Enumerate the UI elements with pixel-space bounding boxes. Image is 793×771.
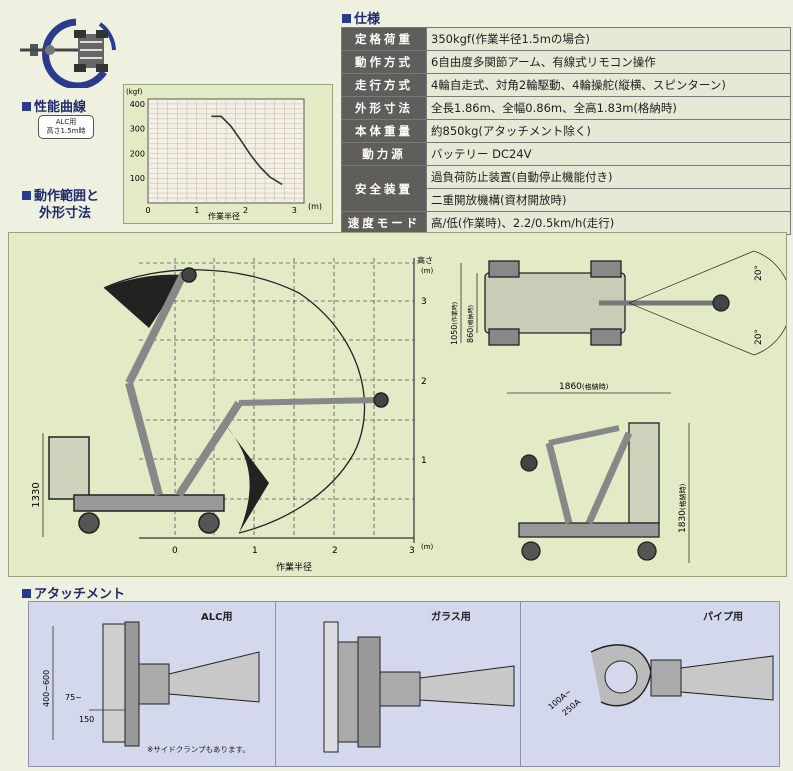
- stowed-height-dim: 1830(格納時): [678, 483, 688, 533]
- bullet-square-icon: [22, 102, 31, 111]
- performance-section-title: 性能曲線: [22, 96, 86, 115]
- length-dim: 1860(格納時): [559, 382, 609, 392]
- height-axis-label: 高さ: [417, 255, 433, 265]
- performance-note: ALC用 高さ1.5m時: [38, 115, 94, 139]
- top-dim-b: 860(格納時): [466, 305, 475, 343]
- reach-shade-lower: [224, 423, 269, 533]
- chart-x-tick: 0: [145, 206, 150, 215]
- chart-x-unit: (m): [308, 202, 322, 211]
- y-tick-3: 3: [421, 297, 427, 307]
- robot-side-view: [48, 267, 389, 534]
- attachment-alc-panel: ALC用 400~600 75~ 150 ※サイドクランプもあります。: [28, 601, 276, 767]
- spec-section-title: 仕様: [342, 8, 380, 27]
- attachment-alc-title: ALC用: [201, 612, 233, 623]
- spec-row: 本体重量約850kg(アタッチメント除く): [341, 119, 791, 143]
- spec-row: 外形寸法全長1.86m、全幅0.86m、全高1.83m(格納時): [341, 96, 791, 120]
- chart-x-tick: 3: [292, 206, 297, 215]
- motion-range-diagram: 1330 高さ (m) 3 2 1 0 1 2 3 (m) 作業半径 20° 2…: [31, 250, 792, 573]
- chart-y-label: (kgf): [126, 88, 143, 96]
- motion-range-section-title: 動作範囲と 外形寸法: [22, 188, 99, 222]
- attachment-pipe-panel: パイプ用 100A~ 250A: [520, 601, 780, 767]
- alc-dim-width-top: 75~: [65, 693, 82, 702]
- x-tick-0: 0: [172, 546, 178, 556]
- spec-row: 動力源バッテリー DC24V: [341, 142, 791, 166]
- pipe-gripper-drawing: 100A~ 250A: [547, 644, 774, 718]
- bullet-square-icon: [342, 14, 351, 23]
- spec-row: 安全装置過負荷防止装置(自動停止機能付き): [341, 165, 791, 212]
- y-tick-1: 1: [421, 456, 427, 466]
- angle-lower-label: 20°: [754, 329, 764, 345]
- attachment-glass-title: ガラス用: [431, 612, 471, 623]
- alc-note: ※サイドクランプもあります。: [147, 745, 250, 754]
- chart-y-tick: 200: [130, 149, 145, 158]
- spec-row: 二重開放機構(資材開放時): [342, 188, 791, 212]
- robot-top-view: [484, 260, 730, 346]
- chart-y-tick: 400: [130, 100, 145, 109]
- x-tick-1: 1: [252, 546, 258, 556]
- chart-y-tick: 300: [130, 125, 145, 134]
- chart-x-tick: 2: [243, 206, 248, 215]
- alc-dim-width-bottom: 150: [79, 715, 94, 724]
- chart-x-tick: 1: [194, 206, 199, 215]
- chart-series-line: [211, 115, 283, 186]
- motion-range-panel: 1330 高さ (m) 3 2 1 0 1 2 3 (m) 作業半径 20° 2…: [8, 232, 792, 577]
- attachment-pipe-title: パイプ用: [703, 612, 743, 623]
- x-tick-2: 2: [332, 546, 338, 556]
- x-axis-label: 作業半径: [276, 561, 312, 573]
- bullet-square-icon: [22, 589, 31, 598]
- top-dim-a: 1050(作業時): [450, 302, 459, 345]
- chart-y-tick: 100: [130, 174, 145, 183]
- attachment-glass-panel: ガラス用: [275, 601, 521, 767]
- glass-gripper-drawing: [323, 621, 515, 753]
- height-axis-unit: (m): [421, 267, 434, 275]
- alc-dim-height: 400~600: [42, 670, 51, 707]
- performance-chart-panel: 100 200 300 400 0 1 2 3 (kgf) (m) 作業半径: [123, 84, 333, 224]
- x-axis-unit: (m): [421, 543, 434, 551]
- angle-upper-label: 20°: [754, 265, 764, 281]
- bullet-square-icon: [22, 191, 31, 200]
- reach-envelope-line: [103, 269, 366, 534]
- alc-gripper-drawing: 400~600 75~ 150: [42, 621, 260, 747]
- chart-grid: [147, 98, 305, 204]
- performance-chart: 100 200 300 400 0 1 2 3 (kgf) (m) 作業半径: [126, 88, 322, 221]
- robot-stowed-view: [518, 422, 660, 561]
- x-tick-3: 3: [409, 546, 415, 556]
- reach-shade: [104, 274, 184, 328]
- robot-logo-icon: [16, 10, 126, 90]
- chart-ticks: 100 200 300 400 0 1 2 3: [130, 100, 297, 215]
- height-dim-label: 1330: [31, 482, 42, 507]
- chart-x-label: 作業半径: [208, 211, 240, 221]
- attachment-section-title: アタッチメント: [22, 583, 125, 602]
- y-tick-2: 2: [421, 377, 427, 387]
